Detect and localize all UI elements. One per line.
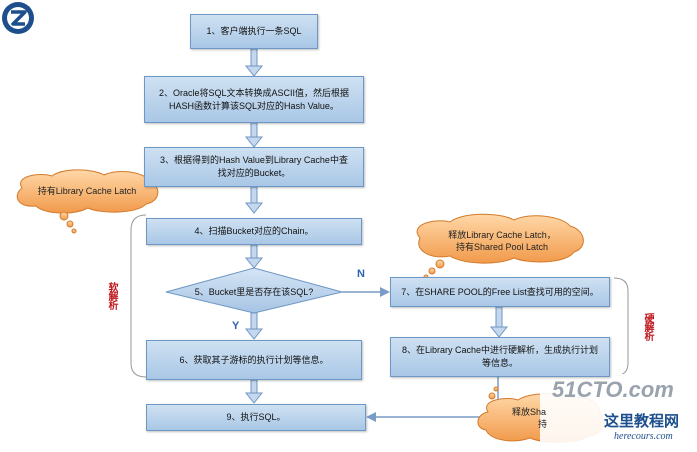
step-2-text-line1: 2、Oracle将SQL文本转换成ASCII值，然后根据 [158,87,350,98]
step-8-text-line2: 等信息。 [481,358,518,368]
watermark-logo-icon [2,2,34,34]
step-4-text: 4、扫描Bucket对应的Chain。 [194,226,314,236]
arrow-5-6 [244,312,264,340]
arrow-4-5 [244,244,264,269]
step-7-text: 7、在SHARE POOL的Free List查找可用的空间。 [401,286,599,297]
step-2-box: 2、Oracle将SQL文本转换成ASCII值，然后根据 HASH函数计算该SQ… [144,76,364,123]
step-4-box: 4、扫描Bucket对应的Chain。 [146,218,362,245]
step-1-box: 1、客户端执行一条SQL [190,14,318,49]
arrow-1-2 [244,48,264,77]
callout-release-bottom-line1: 释放Sha [512,407,547,417]
arrow-7-8 [489,306,509,338]
step-3-text-line1: 3、根据得到的Hash Value到Library Cache中查 [160,155,348,165]
watermark-51cto: 51CTO.com [552,377,674,402]
callout-release-lc-line1: 释放Library Cache Latch， [448,230,556,240]
soft-parse-label: 软解析 [106,282,117,309]
callout-release-lc-hold-sp [416,213,584,280]
callout-hold-lc-latch-label: 持有Library Cache Latch [37,186,137,196]
branch-no-label: N [357,268,365,280]
soft-parse-bracket [130,214,147,378]
step-6-text: 6、获取其子游标的执行计划等信息。 [179,354,329,365]
step-5-text: 5、Bucket里是否存在该SQL? [194,287,314,297]
arrow-8-9 [366,377,499,422]
step-2-text-line2: HASH函数计算该SQL对应的Hash Value。 [169,100,339,111]
watermark-site-name: 这里教程网 [604,412,680,430]
callout-release-lc-hold-sp-text: 释放Library Cache Latch， 持有Shared Pool Lat… [424,229,580,253]
decision-diamond [165,267,343,314]
step-3-box: 3、根据得到的Hash Value到Library Cache中查 找对应的Bu… [144,147,364,187]
arrow-3-4 [244,186,264,214]
arrow-2-3 [244,122,264,148]
callout-release-bottom-line2: 持 [538,419,548,429]
step-8-box: 8、在Library Cache中进行硬解析，生成执行计划 等信息。 [390,337,610,377]
step-1-text: 1、客户端执行一条SQL [206,26,302,36]
callout-hold-lc-latch [16,169,159,234]
step-7-box: 7、在SHARE POOL的Free List查找可用的空间。 [390,277,610,307]
callout-release-bottom-text: 释放Sha 持 [512,406,552,430]
step-9-text: 9、执行SQL。 [226,412,286,422]
hard-parse-bracket [613,277,629,377]
step-9-box: 9、执行SQL。 [146,404,366,431]
callout-release-lc-line2: 持有Shared Pool Latch [455,242,549,252]
arrow-5-7 [342,287,390,297]
hard-parse-label: 硬解析 [642,313,653,340]
branch-yes-label: Y [232,320,240,332]
step-5-label: 5、Bucket里是否存在该SQL? [176,285,332,298]
arrow-6-9 [244,379,264,404]
step-3-text-line2: 找对应的Bucket。 [217,168,291,178]
step-8-text-line1: 8、在Library Cache中进行硬解析，生成执行计划 [401,345,599,355]
watermark-backdrop [540,374,697,452]
step-6-box: 6、获取其子游标的执行计划等信息。 [146,340,362,380]
callout-hold-lc-latch-text: 持有Library Cache Latch [24,185,150,197]
watermark-site-url: herecours.com [614,431,673,442]
